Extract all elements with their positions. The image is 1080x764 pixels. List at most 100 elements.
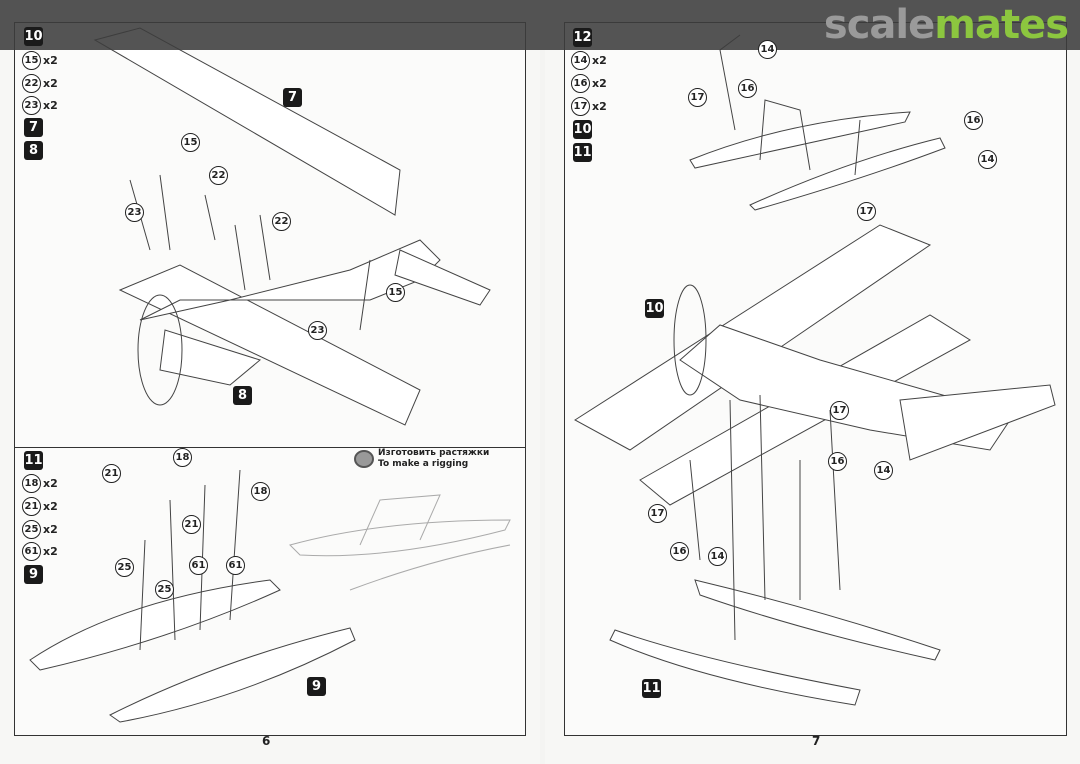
callout: 14 <box>758 40 777 59</box>
quantity: x2 <box>592 77 607 90</box>
part-number: 61 <box>22 542 41 561</box>
part-number: 18 <box>173 448 192 467</box>
substep-number: 7 <box>24 118 43 137</box>
part-number: 17 <box>688 88 707 107</box>
page-number: 6 <box>262 734 271 748</box>
callout-substep: 8 <box>233 386 252 405</box>
logo-part-2: mates <box>934 2 1069 48</box>
part-number: 15 <box>181 133 200 152</box>
part-number: 22 <box>209 166 228 185</box>
callout: 14 <box>874 461 893 480</box>
part-number: 23 <box>308 321 327 340</box>
page-number: 7 <box>812 734 821 748</box>
part-number: 15 <box>22 51 41 70</box>
part-number: 16 <box>964 111 983 130</box>
part-number: 16 <box>670 542 689 561</box>
quantity: x2 <box>43 99 58 112</box>
part-number: 23 <box>22 96 41 115</box>
part-number: 16 <box>571 74 590 93</box>
part-number: 25 <box>115 558 134 577</box>
part-number: 14 <box>874 461 893 480</box>
note-en: To make a rigging <box>378 459 469 469</box>
callout: 25 <box>115 558 134 577</box>
part-number: 17 <box>648 504 667 523</box>
quantity: x2 <box>592 54 607 67</box>
part-number: 21 <box>22 497 41 516</box>
quantity: x2 <box>43 523 58 536</box>
part-number: 61 <box>226 556 245 575</box>
callout: 16 <box>828 452 847 471</box>
substep-number: 10 <box>573 120 592 139</box>
callout: 61 <box>226 556 245 575</box>
substep-number: 8 <box>24 141 43 160</box>
callout: 21 <box>102 464 121 483</box>
biplane-drawing-left <box>93 27 491 426</box>
callout: 16 <box>964 111 983 130</box>
callout: 18 <box>173 448 192 467</box>
callout: 14 <box>708 547 727 566</box>
callout: 61 <box>189 556 208 575</box>
callout: 21 <box>182 515 201 534</box>
callout: 14 <box>978 150 997 169</box>
thread-spool-icon <box>354 450 374 468</box>
callout: 17 <box>688 88 707 107</box>
watermark-banner: scalemates <box>0 0 1080 50</box>
part-number: 14 <box>571 51 590 70</box>
quantity: x2 <box>43 500 58 513</box>
logo-part-1: scale <box>823 2 935 48</box>
quantity: x2 <box>592 100 607 113</box>
substep-number: 9 <box>24 565 43 584</box>
part-number: 15 <box>386 283 405 302</box>
callout: 23 <box>308 321 327 340</box>
substep-number: 11 <box>573 143 592 162</box>
step-number: 11 <box>24 451 43 470</box>
step-10-panel <box>14 22 526 448</box>
note-ru: Изготовить растяжки <box>378 448 490 458</box>
quantity: x2 <box>43 545 58 558</box>
part-number: 14 <box>758 40 777 59</box>
callout: 17 <box>648 504 667 523</box>
floats-drawing-top-right <box>689 34 946 211</box>
part-number: 25 <box>155 580 174 599</box>
callout-substep: 9 <box>307 677 326 696</box>
part-number: 14 <box>708 547 727 566</box>
part-number: 23 <box>125 203 144 222</box>
part-number: 17 <box>857 202 876 221</box>
callout-substep: 10 <box>645 299 664 318</box>
callout: 16 <box>738 79 757 98</box>
part-number: 21 <box>102 464 121 483</box>
quantity: x2 <box>43 477 58 490</box>
callout: 15 <box>386 283 405 302</box>
callout-substep: 11 <box>642 679 661 698</box>
part-number: 16 <box>828 452 847 471</box>
part-number: 61 <box>189 556 208 575</box>
part-number: 17 <box>830 401 849 420</box>
callout: 25 <box>155 580 174 599</box>
part-number: 18 <box>22 474 41 493</box>
biplane-floats-drawing-right <box>574 224 1056 706</box>
callout: 17 <box>830 401 849 420</box>
callout: 17 <box>857 202 876 221</box>
callout: 22 <box>209 166 228 185</box>
part-number: 18 <box>251 482 270 501</box>
callout-substep: 7 <box>283 88 302 107</box>
callout: 23 <box>125 203 144 222</box>
part-number: 22 <box>272 212 291 231</box>
callout: 18 <box>251 482 270 501</box>
callout: 22 <box>272 212 291 231</box>
part-number: 22 <box>22 74 41 93</box>
quantity: x2 <box>43 77 58 90</box>
part-number: 21 <box>182 515 201 534</box>
part-number: 25 <box>22 520 41 539</box>
callout: 16 <box>670 542 689 561</box>
